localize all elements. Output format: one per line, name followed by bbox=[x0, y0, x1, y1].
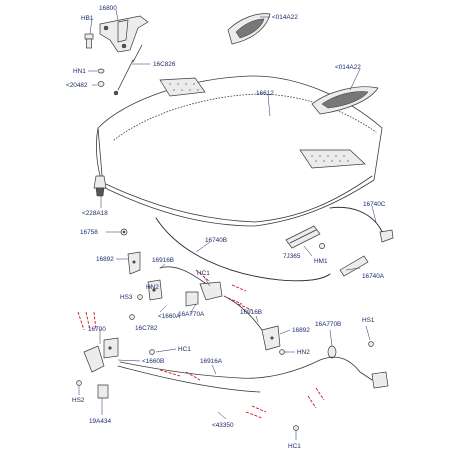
label-20482: <20482 bbox=[66, 82, 88, 89]
fixing-hc1-mid bbox=[149, 349, 155, 355]
label-hs2: HS2 bbox=[72, 397, 85, 404]
bump-stop bbox=[93, 175, 107, 197]
label-16892-left: 16892 bbox=[96, 256, 114, 263]
label-1660a: <1660A bbox=[158, 313, 181, 320]
latch-bracket-16892-left bbox=[127, 251, 141, 275]
label-43350: <43350 bbox=[212, 422, 234, 429]
label-16a770b: 16A770B bbox=[315, 321, 341, 328]
label-16740c: 16740C bbox=[363, 201, 386, 208]
latch-hn2-left bbox=[147, 279, 163, 301]
label-hb1: HB1 bbox=[81, 15, 94, 22]
hm1-fixing bbox=[319, 243, 325, 249]
label-hc1-bottom: HC1 bbox=[288, 443, 301, 450]
cable-end-bracket bbox=[371, 371, 389, 389]
label-16892-right: 16892 bbox=[292, 327, 310, 334]
cable-routing-markers bbox=[77, 269, 325, 419]
bracket-19a434 bbox=[97, 384, 109, 399]
fixing-hs2 bbox=[76, 380, 82, 386]
clip-16758 bbox=[120, 228, 128, 236]
latch-16892-right bbox=[261, 325, 281, 351]
bonnet-seal-front bbox=[155, 217, 331, 282]
label-16c782: 16C782 bbox=[135, 325, 158, 332]
nut-hn2-right bbox=[279, 349, 285, 355]
label-16a770a: 16A770A bbox=[178, 311, 205, 318]
label-hn1-top: HN1 bbox=[73, 68, 86, 75]
label-hs3: HS3 bbox=[120, 294, 133, 301]
label-16800: 16800 bbox=[99, 5, 117, 12]
release-lever bbox=[83, 337, 119, 373]
nut-hs3 bbox=[137, 294, 143, 300]
label-7j365: 7J365 bbox=[283, 253, 301, 260]
label-hm1: HM1 bbox=[314, 258, 328, 265]
label-19a434: 19A434 bbox=[89, 418, 111, 425]
grommet-16a770b bbox=[327, 345, 337, 359]
label-1660b: <1660B bbox=[142, 358, 164, 365]
latch-16a770a bbox=[185, 281, 223, 307]
bonnet-hinge bbox=[99, 15, 149, 53]
release-cable-16916a bbox=[117, 356, 373, 393]
fixing-hc1-bottom bbox=[293, 425, 299, 431]
label-228a18: <228A18 bbox=[82, 210, 108, 217]
label-hc1-top: HC1 bbox=[197, 270, 210, 277]
label-16612: 16612 bbox=[256, 90, 274, 97]
label-014a22-right: <014A22 bbox=[335, 64, 361, 71]
label-16758: 16758 bbox=[80, 229, 98, 236]
hinge-bolt-hb1 bbox=[84, 33, 94, 49]
label-hn2-right: HN2 bbox=[297, 349, 310, 356]
clip-16c782 bbox=[129, 314, 135, 320]
label-hn2-left: HN2 bbox=[146, 284, 159, 291]
seal-strip-16740a bbox=[339, 255, 369, 277]
bonnet-vent-right bbox=[311, 86, 379, 115]
label-16700: 16700 bbox=[88, 326, 106, 333]
callout-labels: HB1 16800 <014A22 16C826 HN1 <20482 <014… bbox=[66, 5, 386, 450]
nut-hn1 bbox=[97, 68, 105, 87]
fixing-hs1 bbox=[368, 341, 374, 347]
trim-panel-7j365 bbox=[285, 225, 321, 249]
label-hs1: HS1 bbox=[362, 317, 375, 324]
gas-strut bbox=[113, 44, 143, 96]
bonnet-seal-side bbox=[329, 206, 394, 243]
leader-lines bbox=[78, 9, 377, 440]
label-16740a: 16740A bbox=[362, 273, 385, 280]
label-hc1-mid: HC1 bbox=[178, 346, 191, 353]
bonnet-access-panel bbox=[159, 77, 366, 169]
label-16c826: 16C826 bbox=[153, 61, 176, 68]
label-16740b: 16740B bbox=[205, 237, 227, 244]
label-16916b-mid: 16916B bbox=[240, 309, 262, 316]
label-16916a: 16916A bbox=[200, 358, 223, 365]
label-16916b-top: 16916B bbox=[152, 257, 174, 264]
bonnet-vent-top bbox=[227, 13, 271, 45]
label-014a22-top: <014A22 bbox=[272, 14, 298, 21]
